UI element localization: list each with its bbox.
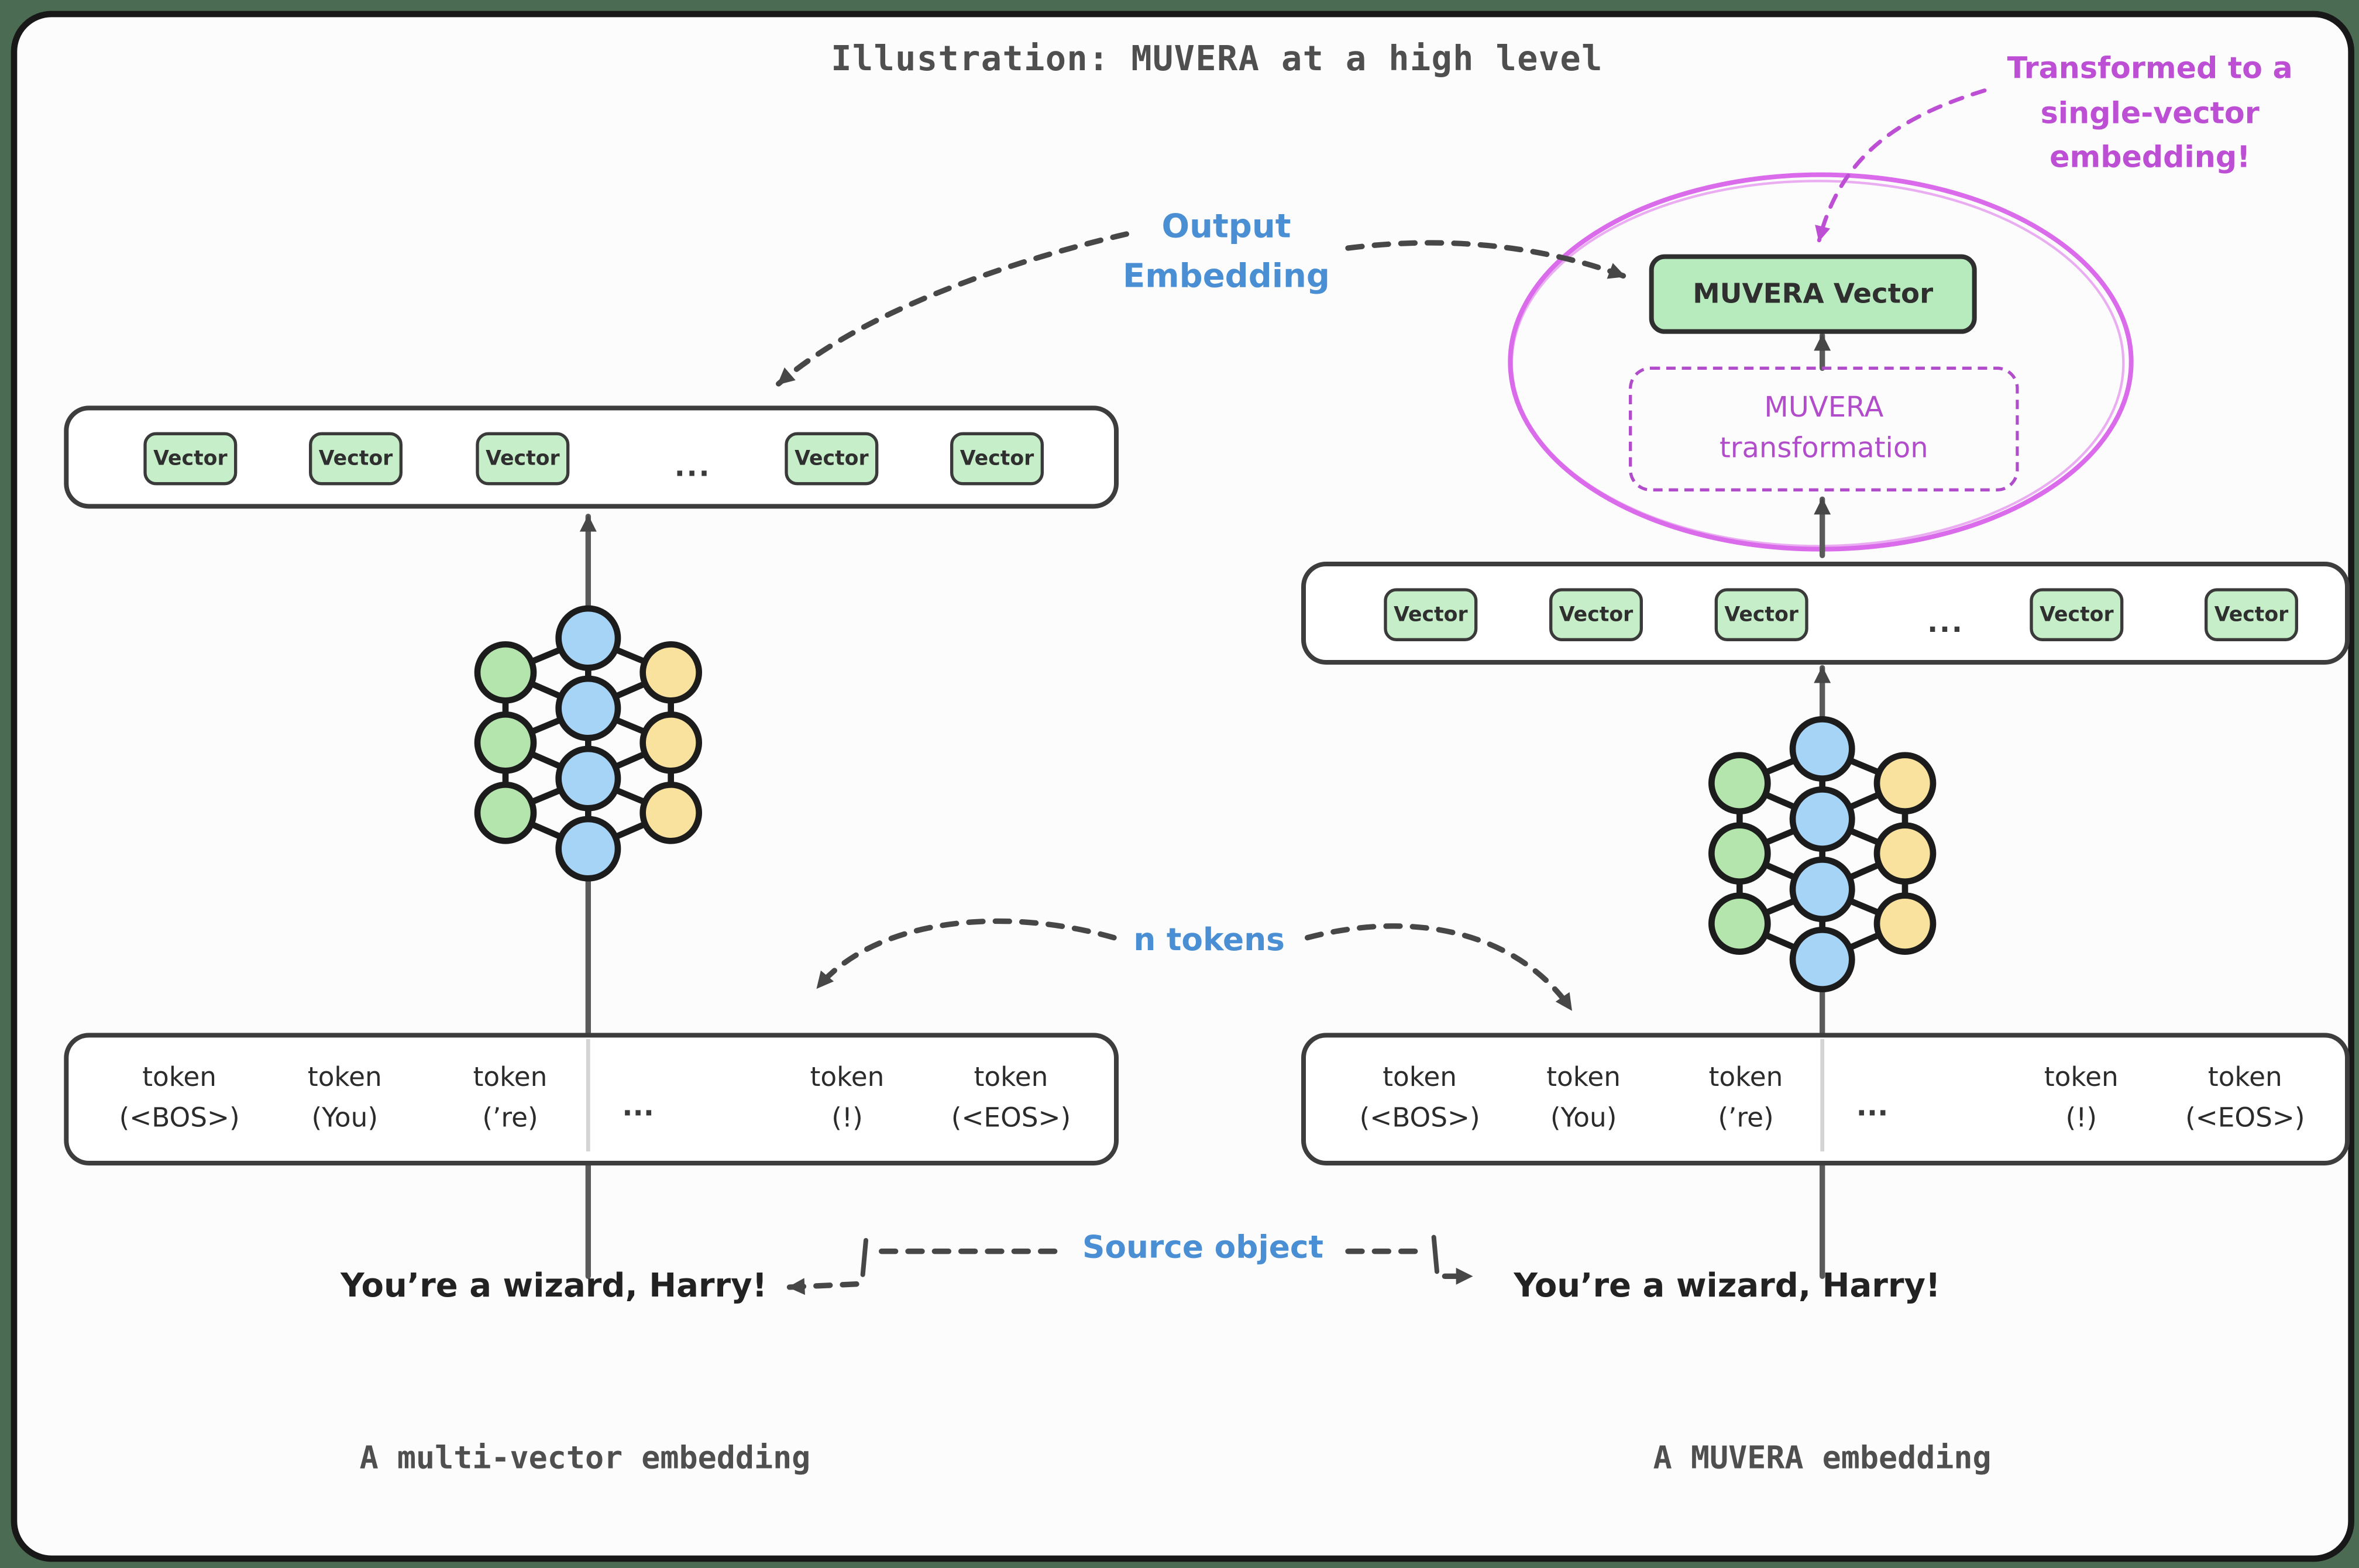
- transformed-annotation: Transformed to a single-vector embedding…: [1947, 47, 2353, 180]
- token-sub: (<EOS>): [951, 1103, 1071, 1135]
- token-label: token: [473, 1062, 548, 1094]
- token-sub: (’re): [1718, 1103, 1774, 1135]
- token-cell: token (<EOS>): [939, 1058, 1082, 1140]
- muvera-transformation-box: MUVERA transformation: [1629, 366, 2019, 492]
- vector-chip: Vector: [476, 432, 570, 486]
- vector-chip: Vector: [1549, 588, 1643, 642]
- token-sub: (You): [1550, 1103, 1617, 1135]
- token-label: token: [974, 1062, 1048, 1094]
- token-cell: token (<BOS>): [1348, 1058, 1491, 1140]
- vector-chip: Vector: [143, 432, 238, 486]
- vector-row-ellipsis: ...: [674, 451, 711, 484]
- muvera-transformation-line1: MUVERA: [1764, 391, 1884, 425]
- vector-chip: Vector: [1714, 588, 1808, 642]
- n-tokens-label: n tokens: [1133, 920, 1285, 958]
- transformed-annotation-line1: Transformed to a: [2007, 51, 2293, 86]
- token-cell: token (<EOS>): [2174, 1058, 2317, 1140]
- token-sub: (You): [311, 1103, 379, 1135]
- token-sub: (!): [831, 1103, 863, 1135]
- source-object-label: Source object: [1082, 1227, 1324, 1266]
- token-cell: token (!): [2010, 1058, 2153, 1140]
- diagram-title: Illustration: MUVERA at a high level: [831, 40, 1603, 80]
- token-sub: (!): [2065, 1103, 2097, 1135]
- right-vector-row: Vector Vector Vector ... Vector Vector: [1301, 562, 2350, 665]
- token-cell: token (’re): [438, 1058, 582, 1140]
- caption-multi-vector: A multi-vector embedding: [359, 1438, 811, 1476]
- vector-chip: Vector: [950, 432, 1044, 486]
- transformed-annotation-line2: single-vector embedding!: [2040, 96, 2260, 175]
- token-label: token: [2207, 1062, 2282, 1094]
- token-label: token: [1708, 1062, 1783, 1094]
- vector-chip: Vector: [2030, 588, 2124, 642]
- left-vector-row: Vector Vector Vector ... Vector Vector: [64, 405, 1119, 509]
- token-label: token: [2044, 1062, 2119, 1094]
- muvera-vector-box: MUVERA Vector: [1649, 254, 1977, 334]
- token-sub: (<BOS>): [119, 1103, 240, 1135]
- left-token-row: token (<BOS>) token (You) token (’re) ..…: [64, 1033, 1119, 1166]
- token-row-ellipsis: ...: [1856, 1091, 1889, 1124]
- vector-chip: Vector: [785, 432, 879, 486]
- caption-muvera: A MUVERA embedding: [1653, 1438, 1992, 1476]
- vector-chip: Vector: [309, 432, 403, 486]
- source-text-right: You’re a wizard, Harry!: [1514, 1267, 1941, 1305]
- token-cell: token (!): [775, 1058, 919, 1140]
- token-label: token: [142, 1062, 217, 1094]
- token-label: token: [1546, 1062, 1621, 1094]
- vector-chip: Vector: [2205, 588, 2299, 642]
- vector-chip: Vector: [1384, 588, 1478, 642]
- output-embedding-line1: Output: [1161, 207, 1291, 245]
- token-sub: (<EOS>): [2185, 1103, 2305, 1135]
- output-embedding-line2: Embedding: [1123, 256, 1330, 294]
- token-cell: token (<BOS>): [108, 1058, 251, 1140]
- token-cell: token (You): [273, 1058, 417, 1140]
- output-embedding-label: Output Embedding: [1102, 203, 1352, 301]
- token-sub: (<BOS>): [1359, 1103, 1480, 1135]
- vector-row-ellipsis: ...: [1927, 607, 1964, 640]
- token-cell: token (’re): [1674, 1058, 1817, 1140]
- token-cell: token (You): [1512, 1058, 1655, 1140]
- token-sub: (’re): [482, 1103, 538, 1135]
- token-row-ellipsis: ...: [622, 1091, 655, 1124]
- token-label: token: [307, 1062, 382, 1094]
- token-label: token: [810, 1062, 885, 1094]
- right-token-row: token (<BOS>) token (You) token (’re) ..…: [1301, 1033, 2350, 1166]
- source-text-left: You’re a wizard, Harry!: [341, 1267, 768, 1305]
- muvera-transformation-line2: transformation: [1719, 432, 1928, 465]
- token-label: token: [1383, 1062, 1457, 1094]
